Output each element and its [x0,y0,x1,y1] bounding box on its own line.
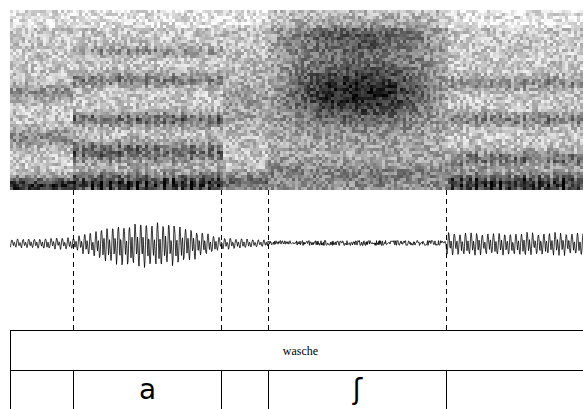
figure: wascheaʃ [0,0,583,409]
